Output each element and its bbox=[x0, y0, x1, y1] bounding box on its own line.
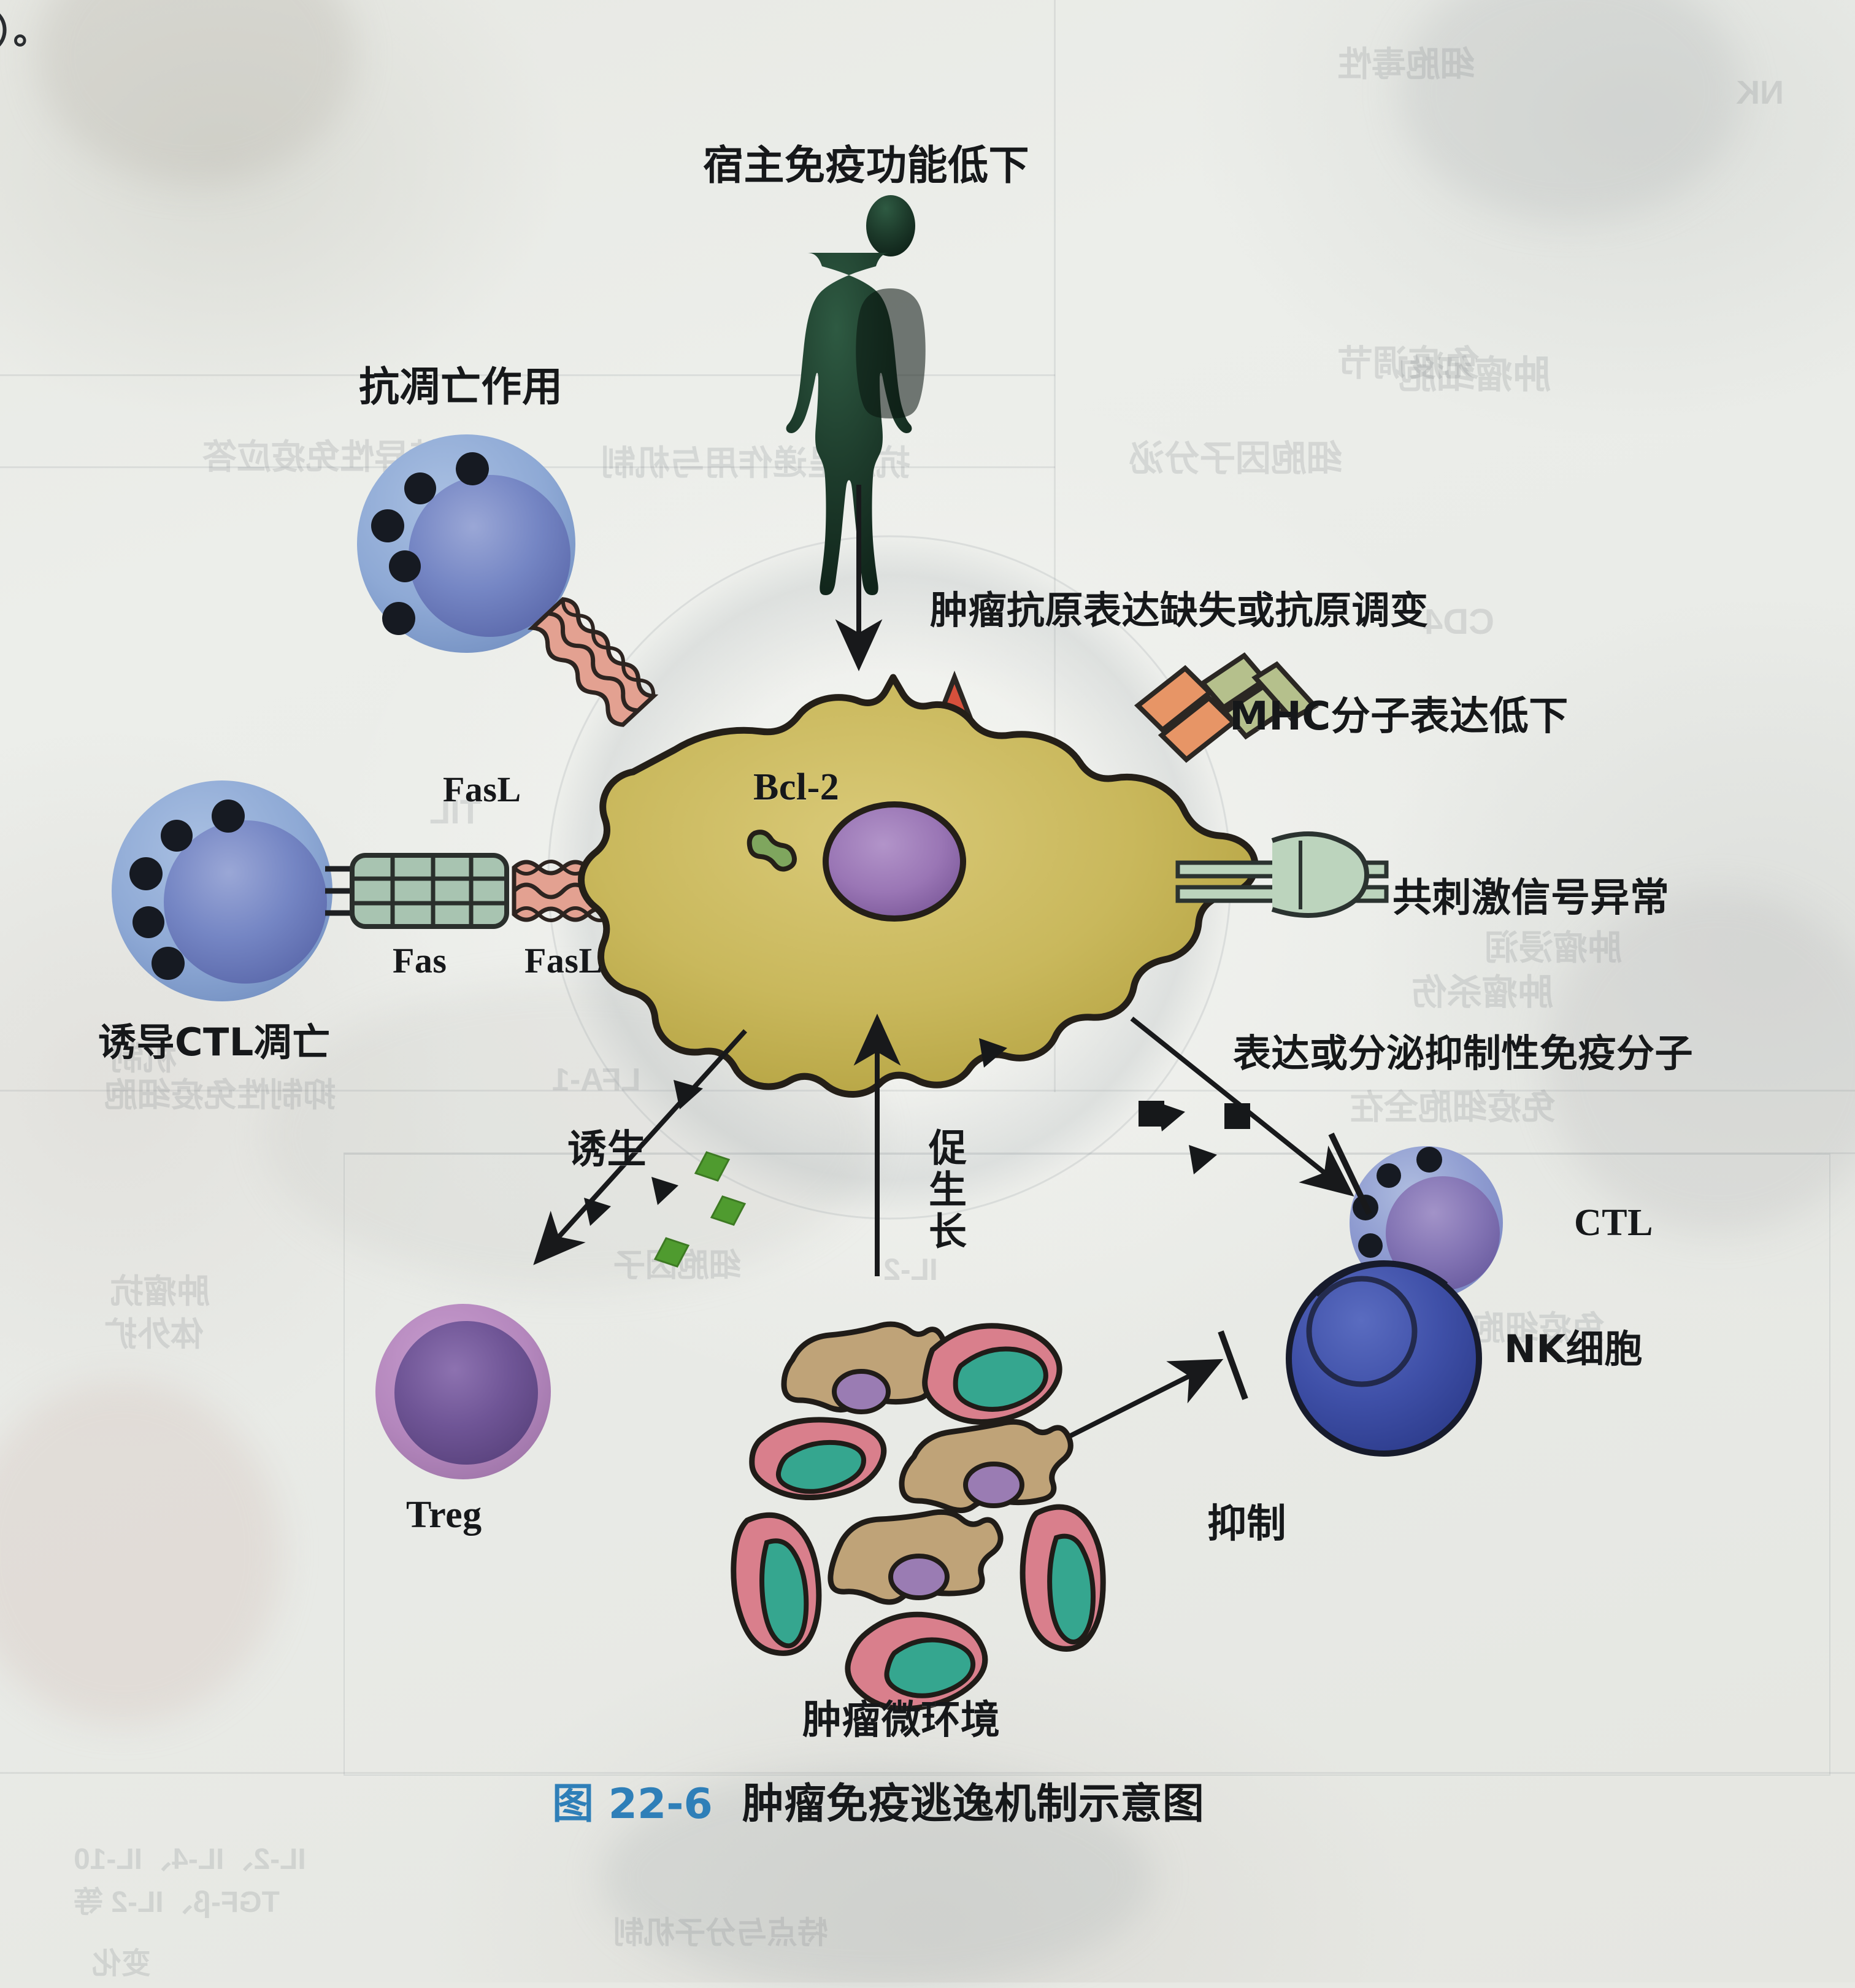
label-fasl-upper: FasL bbox=[443, 769, 521, 809]
label-fasl-lower: FasL bbox=[524, 941, 603, 981]
label-anti-apoptosis: 抗凋亡作用 bbox=[359, 363, 563, 410]
figure-caption: 图 22-6 肿瘤免疫逃逸机制示意图 bbox=[552, 1770, 1204, 1830]
label-ctl: CTL bbox=[1574, 1202, 1653, 1244]
label-induce: 诱生 bbox=[567, 1127, 647, 1173]
page-margin-note: ）。 bbox=[0, 10, 50, 52]
label-tumor-microenvironment: 肿瘤微环境 bbox=[802, 1698, 1000, 1743]
label-mhc-low: MHC分子表达低下 bbox=[1229, 694, 1569, 739]
label-inhibit: 抑制 bbox=[1207, 1501, 1286, 1547]
label-costim-abnormal: 共刺激信号异常 bbox=[1392, 876, 1670, 921]
label-treg: Treg bbox=[406, 1494, 482, 1536]
caption-number: 图 22-6 bbox=[552, 1780, 713, 1828]
label-host-immunity: 宿主免疫功能低下 bbox=[703, 142, 1029, 189]
label-promote-growth: 促生长 bbox=[922, 1128, 967, 1253]
label-induce-ctl-apoptosis: 诱导CTL凋亡 bbox=[98, 1020, 331, 1065]
label-suppressive-molecules: 表达或分泌抑制性免疫分子 bbox=[1233, 1031, 1694, 1076]
label-nk-cell: NK细胞 bbox=[1504, 1327, 1643, 1371]
label-antigen-loss: 肿瘤抗原表达缺失或抗原调变 bbox=[930, 588, 1429, 633]
label-fas: Fas bbox=[393, 941, 447, 981]
caption-title: 肿瘤免疫逃逸机制示意图 bbox=[742, 1780, 1205, 1828]
label-bcl2: Bcl-2 bbox=[753, 766, 840, 808]
